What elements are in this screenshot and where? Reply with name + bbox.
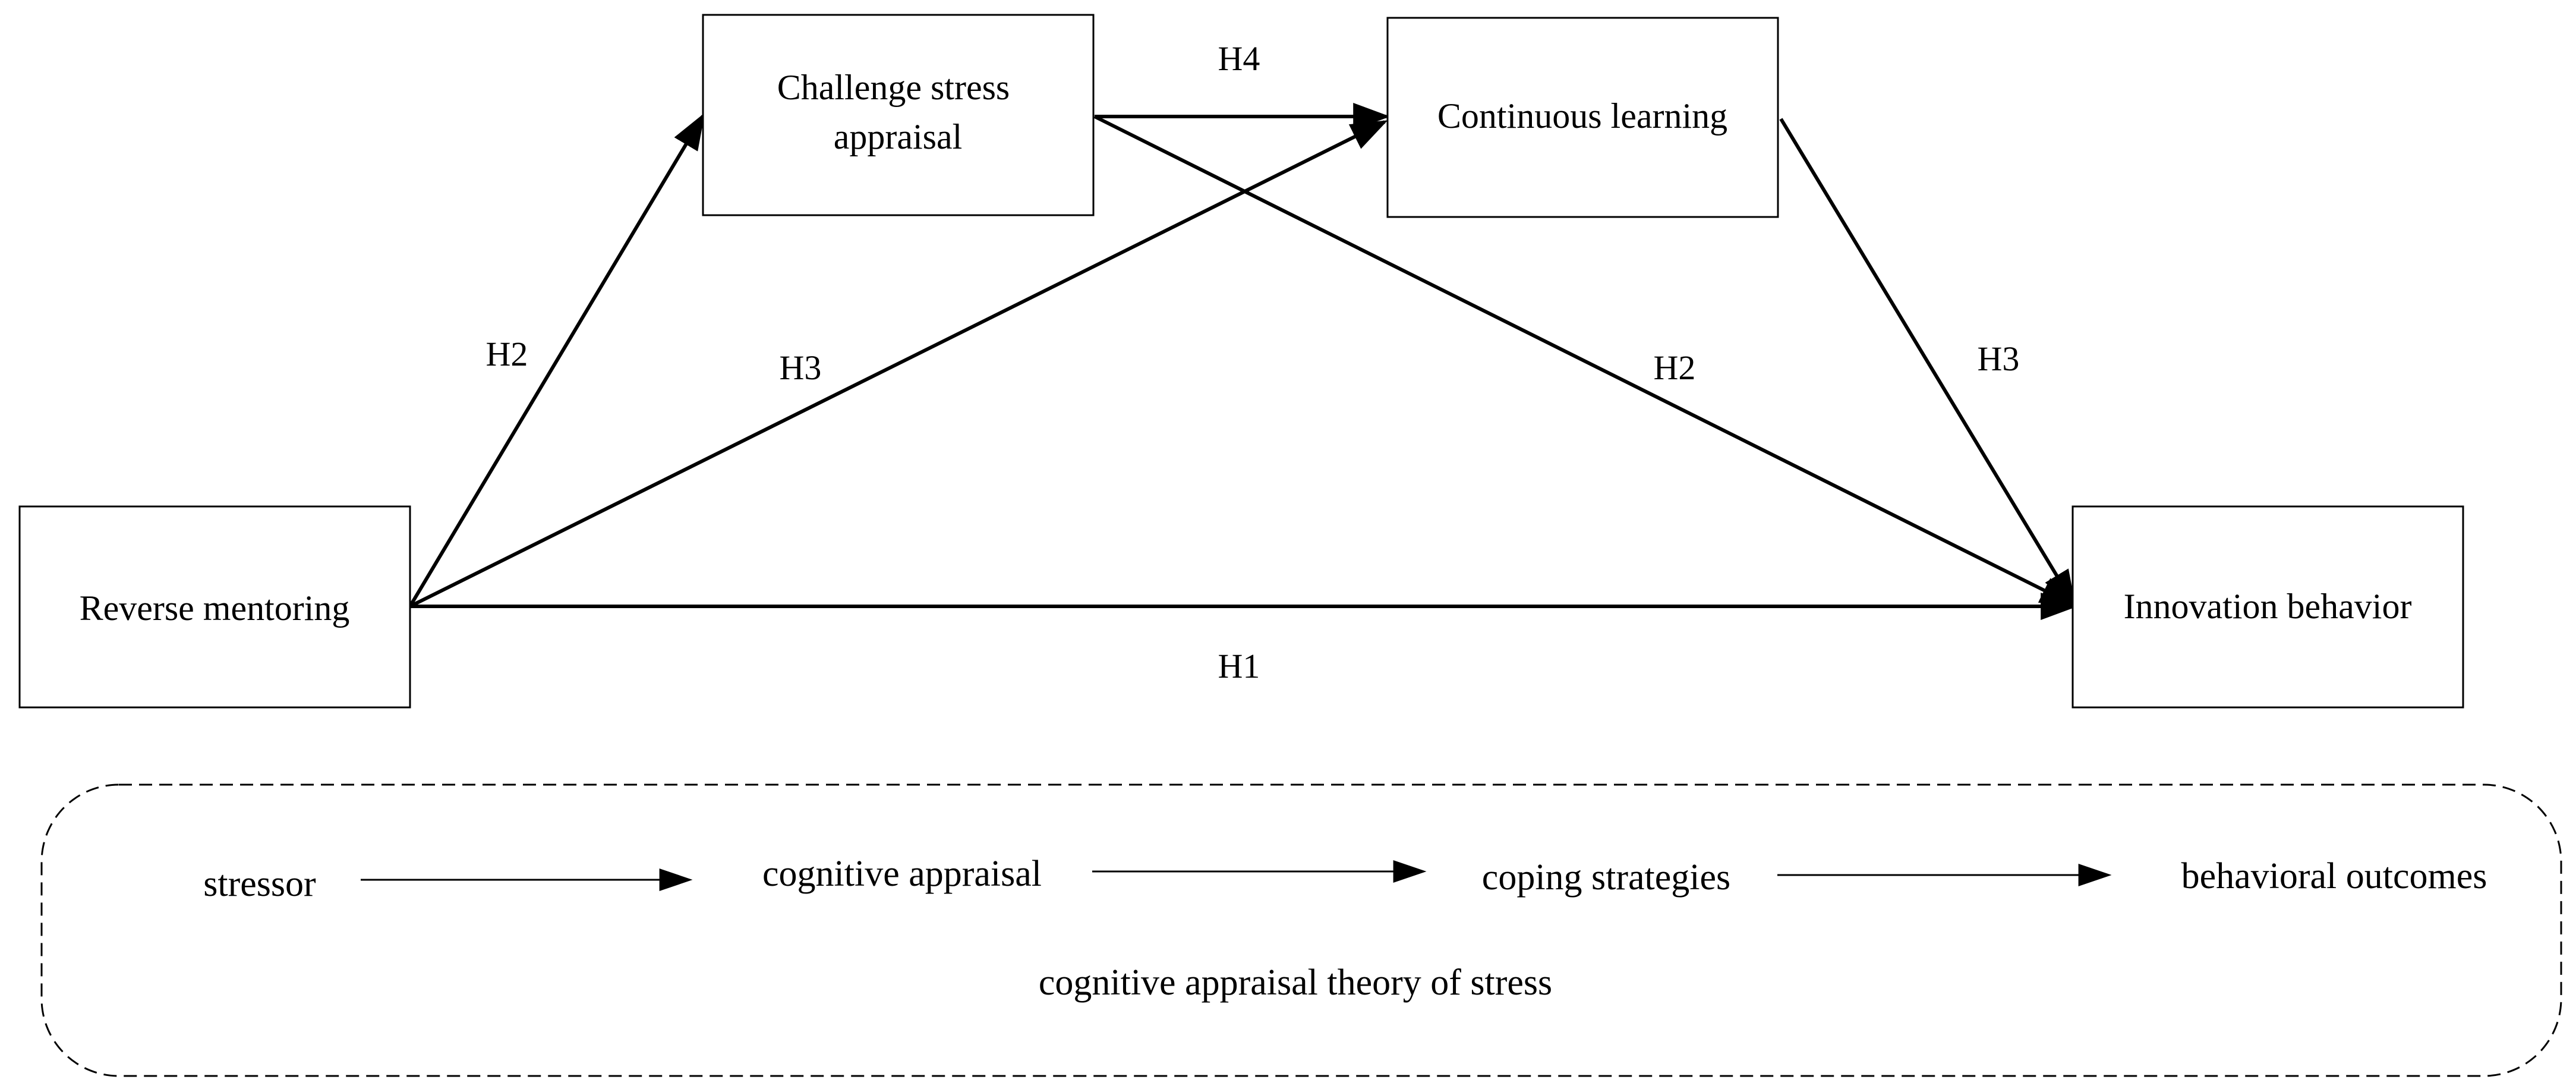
- node-label-line-2: appraisal: [834, 117, 963, 156]
- node-challenge-stress-appraisal: Challenge stress appraisal: [702, 14, 1095, 216]
- node-continuous-learning: Continuous learning: [1386, 17, 1779, 218]
- theory-step-cognitive-appraisal: cognitive appraisal: [762, 854, 1042, 894]
- hypothesis-label-h2-left: H2: [486, 335, 528, 373]
- edge-reverse-mentoring-to-continuous-learning: [409, 120, 1388, 608]
- node-label: Innovation behavior: [2124, 587, 2412, 626]
- hypothesis-label-h2-right: H2: [1654, 348, 1696, 387]
- node-label: Reverse mentoring: [80, 589, 350, 628]
- theory-step-stressor: stressor: [203, 864, 316, 904]
- theory-title: cognitive appraisal theory of stress: [1039, 962, 1552, 1003]
- node-label: Continuous learning: [1437, 96, 1727, 136]
- node-label: Challenge stress appraisal: [777, 68, 1019, 156]
- node-label-line-1: Challenge stress: [777, 68, 1010, 107]
- hypothesis-label-h1: H1: [1218, 647, 1260, 685]
- edge-challenge-stress-to-innovation-behavior: [1093, 115, 2077, 607]
- node-reverse-mentoring: Reverse mentoring: [18, 505, 411, 709]
- hypothesis-label-h3-right: H3: [1978, 339, 2020, 378]
- hypothesis-label-h4: H4: [1218, 39, 1260, 78]
- edge-reverse-mentoring-to-challenge-stress: [408, 112, 705, 608]
- theory-step-behavioral-outcomes: behavioral outcomes: [2181, 856, 2487, 896]
- hypothesis-label-h3-left: H3: [780, 348, 822, 387]
- theory-panel: stressor cognitive appraisal coping stra…: [40, 783, 2562, 1077]
- edge-continuous-learning-to-innovation-behavior: [1779, 118, 2076, 608]
- theory-step-coping-strategies: coping strategies: [1482, 857, 1730, 898]
- node-innovation-behavior: Innovation behavior: [2071, 505, 2464, 709]
